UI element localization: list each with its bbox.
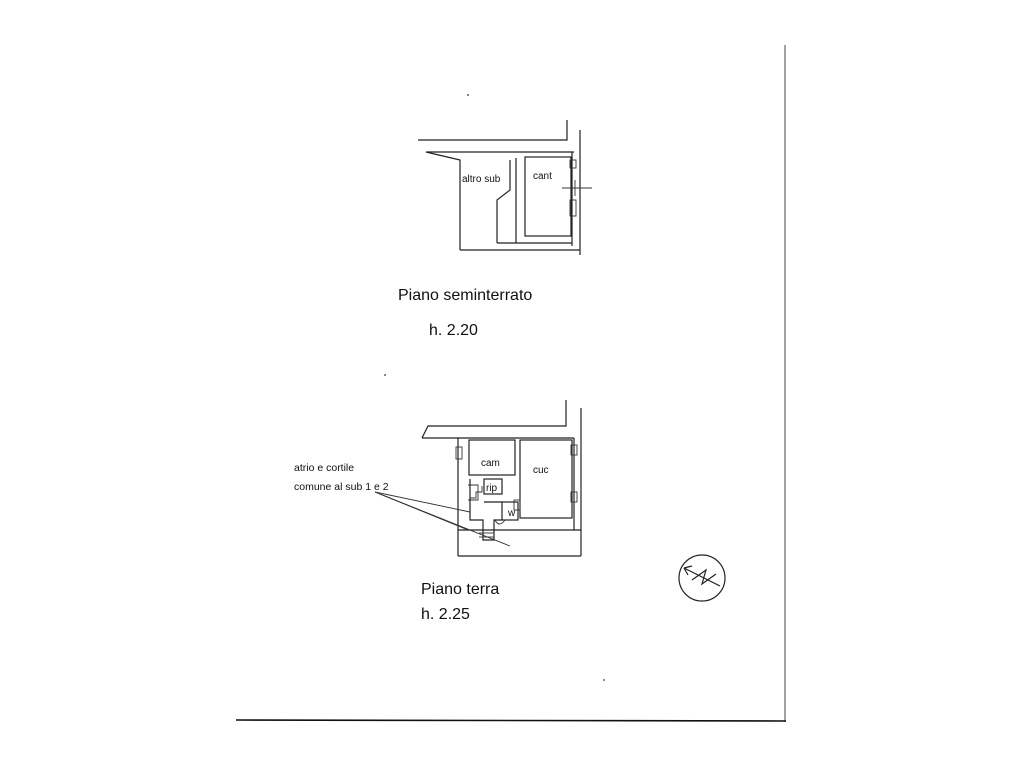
room-label-cant: cant — [533, 171, 552, 182]
window — [570, 444, 578, 456]
room-label-rip: rip — [486, 483, 498, 494]
speck — [384, 374, 386, 376]
floor-height-basement: h. 2.20 — [429, 322, 478, 339]
window — [455, 446, 463, 460]
north-arrow-icon — [678, 554, 726, 602]
annotation-line-1: atrio e cortile — [294, 462, 354, 474]
window — [569, 199, 577, 217]
window — [569, 159, 577, 169]
floor-height-ground: h. 2.25 — [421, 606, 470, 623]
floor-title-ground: Piano terra — [421, 581, 499, 598]
leader-line — [374, 491, 471, 513]
room-w-outline — [501, 501, 519, 521]
room-cant-outline — [524, 156, 572, 237]
window — [570, 491, 578, 503]
room-label-cuc: cuc — [533, 465, 549, 476]
room-label-altro-sub: altro sub — [462, 174, 501, 185]
room-cuc-outline — [519, 439, 573, 519]
room-cam-outline — [468, 439, 516, 476]
wall — [496, 160, 511, 243]
window — [513, 499, 521, 511]
ground-floor-plan: cam cuc rip w — [421, 400, 582, 557]
leader-line — [374, 491, 511, 547]
floor-title-basement: Piano seminterrato — [398, 287, 532, 304]
room-rip-outline — [483, 478, 503, 495]
annotation-line-2: comune al sub 1 e 2 — [294, 481, 389, 493]
speck — [467, 94, 469, 96]
wall — [425, 151, 461, 250]
room-label-w: w — [507, 508, 516, 519]
stair — [470, 486, 483, 499]
annotation-leaders — [374, 491, 511, 547]
wall — [418, 120, 568, 141]
sheet-border-bottom — [235, 719, 787, 722]
wall — [421, 400, 567, 439]
room-label-cam: cam — [481, 458, 500, 469]
speck — [603, 679, 605, 681]
stair — [468, 484, 479, 501]
fixture — [494, 519, 506, 525]
wall — [469, 479, 502, 541]
basement-plan: altro sub cant — [418, 120, 592, 255]
